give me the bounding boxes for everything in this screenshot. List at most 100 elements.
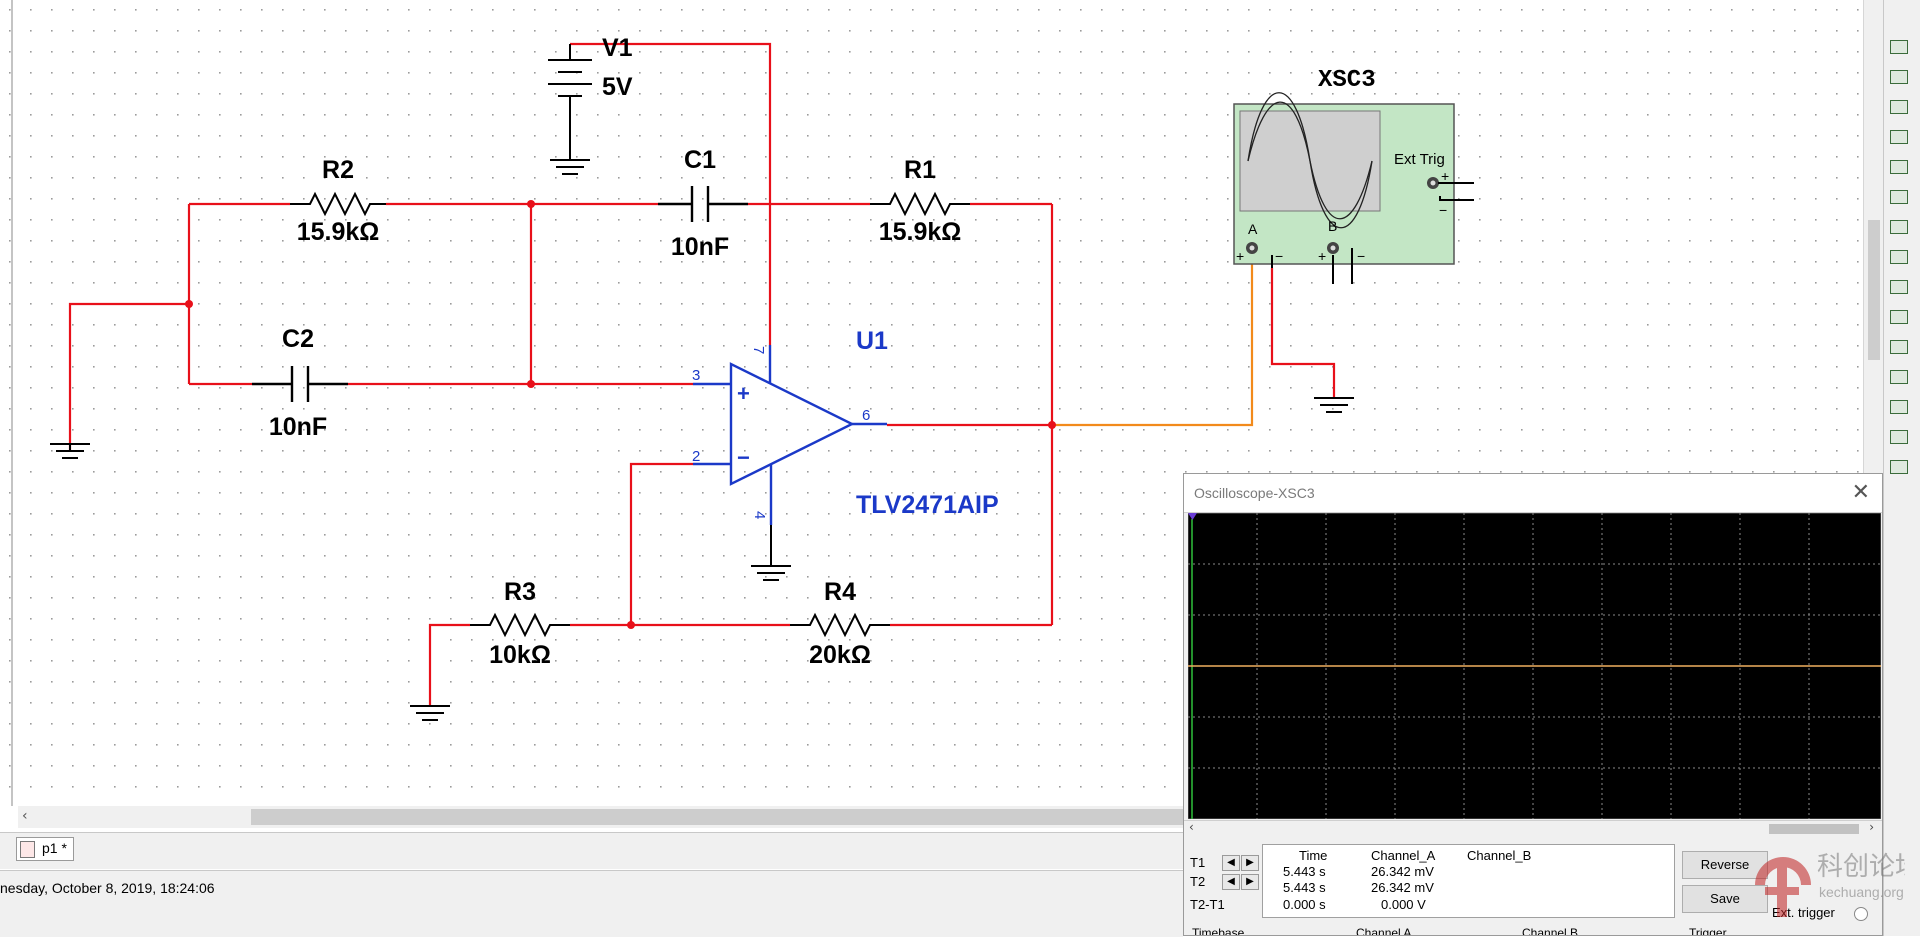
- t2-channel-a: 26.342 mV: [1371, 880, 1434, 895]
- resistor-r4[interactable]: [790, 612, 890, 638]
- status-bar: nesday, October 8, 2019, 18:24:06: [0, 870, 1183, 937]
- oscilloscope-window[interactable]: Oscilloscope-XSC3 ✕ ‹ › T1 ◀ ▶ T2 ◀ ▶ T2…: [1183, 473, 1883, 936]
- wires[interactable]: [68, 42, 1336, 706]
- pin-6: 6: [862, 407, 870, 424]
- pin-7: 7: [750, 346, 767, 354]
- oscilloscope-icon[interactable]: [1890, 130, 1908, 144]
- t1-channel-a: 26.342 mV: [1371, 864, 1434, 879]
- resistor-r3[interactable]: [470, 612, 570, 638]
- iv-analyzer-icon[interactable]: [1890, 340, 1908, 354]
- pin-3: 3: [692, 367, 700, 384]
- r4-value: 20kΩ: [809, 641, 871, 669]
- trigger-section-label: Trigger: [1689, 926, 1727, 936]
- xsc3-name: XSC3: [1318, 67, 1376, 94]
- tab-label: p1 *: [42, 840, 67, 856]
- window-title-bar[interactable]: Oscilloscope-XSC3 ✕: [1184, 474, 1882, 513]
- opamp-u1[interactable]: [693, 345, 887, 525]
- probe-wire[interactable]: [1052, 258, 1254, 427]
- status-text: nesday, October 8, 2019, 18:24:06: [0, 880, 215, 896]
- ground-icon: [410, 705, 450, 721]
- ext-trigger-radio[interactable]: [1854, 907, 1868, 921]
- c1-name: C1: [684, 146, 716, 174]
- scroll-thumb[interactable]: [1868, 220, 1880, 360]
- bode-plotter-icon[interactable]: [1890, 190, 1908, 204]
- scroll-right-icon[interactable]: ›: [1869, 820, 1874, 834]
- cursor-row-t2-label: T2: [1190, 874, 1206, 889]
- channel-b-section-label: Channel B: [1522, 926, 1579, 936]
- watermark-text: 科创论坛: [1817, 852, 1905, 882]
- wattmeter-icon[interactable]: [1890, 100, 1908, 114]
- cursor-row-diff-label: T2-T1: [1190, 897, 1225, 912]
- channel-a-minus: −: [1275, 248, 1283, 264]
- close-icon[interactable]: ✕: [1851, 480, 1870, 505]
- canvas-horizontal-scrollbar[interactable]: ‹: [18, 806, 1201, 828]
- ext-trig-plus: +: [1441, 168, 1449, 184]
- save-button[interactable]: Save: [1682, 885, 1768, 913]
- logic-converter-icon[interactable]: [1890, 280, 1908, 294]
- network-analyzer-icon[interactable]: [1890, 430, 1908, 444]
- ground-icon: [1314, 397, 1354, 413]
- agilent-instrument-icon[interactable]: [1890, 460, 1908, 474]
- u1-part: TLV2471AIP: [856, 491, 999, 519]
- t2-right-arrow-icon[interactable]: ▶: [1241, 874, 1259, 890]
- opamp-plus: +: [737, 381, 750, 406]
- reverse-button[interactable]: Reverse: [1682, 851, 1768, 879]
- ground-icon: [550, 159, 590, 175]
- c2-value: 10nF: [269, 413, 327, 441]
- r1-value: 15.9kΩ: [879, 218, 962, 246]
- u1-name: U1: [856, 327, 888, 355]
- header-channel-a: Channel_A: [1371, 848, 1436, 863]
- tab-p1[interactable]: p1 *: [16, 837, 74, 861]
- distortion-analyzer-icon[interactable]: [1890, 370, 1908, 384]
- timebase-label: Timebase: [1192, 926, 1245, 936]
- cursor-row-t1-label: T1: [1190, 855, 1206, 870]
- capacitor-c1[interactable]: [658, 186, 748, 222]
- diff-time: 0.000 s: [1283, 897, 1326, 912]
- channel-a-label: A: [1248, 221, 1258, 237]
- function-generator-icon[interactable]: [1890, 70, 1908, 84]
- ext-trig-minus: −: [1439, 202, 1447, 218]
- r2-value: 15.9kΩ: [297, 218, 380, 246]
- ground-icon: [751, 525, 791, 581]
- t2-time: 5.443 s: [1283, 880, 1326, 895]
- t1-left-arrow-icon[interactable]: ◀: [1222, 855, 1240, 871]
- channel-a-section-label: Channel A: [1356, 926, 1412, 936]
- channel-b-minus: −: [1357, 248, 1365, 264]
- ext-trig-label: Ext Trig: [1394, 151, 1445, 168]
- word-generator-icon[interactable]: [1890, 250, 1908, 264]
- four-channel-oscilloscope-icon[interactable]: [1890, 160, 1908, 174]
- pin-4: 4: [751, 511, 768, 519]
- junction-dots: [185, 200, 1056, 629]
- logic-analyzer-icon[interactable]: [1890, 310, 1908, 324]
- watermark-url: kechuang.org: [1819, 884, 1904, 900]
- cursor-marker-icon[interactable]: [1188, 513, 1197, 520]
- frequency-counter-icon[interactable]: [1890, 220, 1908, 234]
- scroll-thumb[interactable]: [251, 809, 1201, 825]
- schematic-sheet-icon: [20, 841, 35, 858]
- screen-scrollbar[interactable]: ‹ ›: [1184, 820, 1882, 837]
- capacitor-c2[interactable]: [252, 366, 348, 402]
- instrument-toolbar: [1883, 0, 1920, 936]
- resistor-r1[interactable]: [870, 191, 970, 217]
- pin-2: 2: [692, 448, 700, 465]
- oscilloscope-screen[interactable]: [1188, 513, 1881, 819]
- channel-b-plus: +: [1318, 248, 1326, 264]
- v1-name: V1: [602, 34, 633, 62]
- channel-b-label: B: [1328, 218, 1337, 234]
- scroll-left-icon[interactable]: ‹: [22, 808, 28, 824]
- t2-left-arrow-icon[interactable]: ◀: [1222, 874, 1240, 890]
- oscilloscope-xsc3[interactable]: [1233, 92, 1474, 284]
- t1-right-arrow-icon[interactable]: ▶: [1241, 855, 1259, 871]
- resistor-r2[interactable]: [290, 191, 386, 217]
- multimeter-icon[interactable]: [1890, 40, 1908, 54]
- window-title: Oscilloscope-XSC3: [1194, 485, 1315, 501]
- t1-time: 5.443 s: [1283, 864, 1326, 879]
- battery-v1[interactable]: [548, 44, 592, 160]
- spectrum-analyzer-icon[interactable]: [1890, 400, 1908, 414]
- opamp-minus: −: [737, 445, 750, 470]
- header-time: Time: [1299, 848, 1328, 863]
- c2-name: C2: [282, 325, 314, 353]
- scroll-left-icon[interactable]: ‹: [1189, 820, 1194, 834]
- scroll-thumb[interactable]: [1769, 824, 1859, 834]
